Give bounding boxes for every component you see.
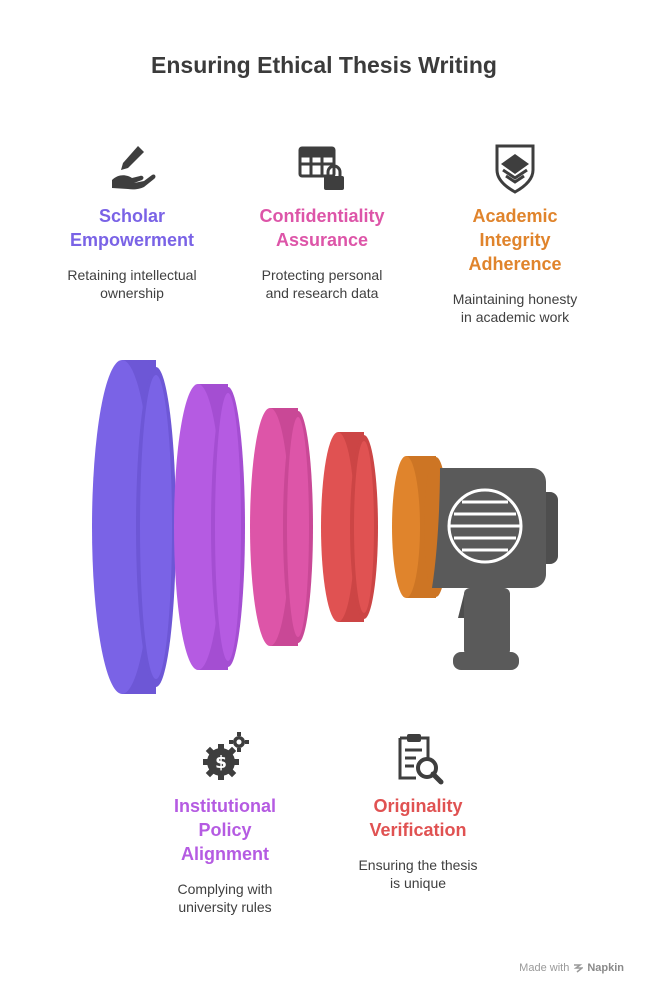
ring-confidentiality <box>250 408 313 646</box>
svg-text:$: $ <box>215 753 227 773</box>
item-academic-integrity-adherence: Academic Integrity Adherence Maintaining… <box>430 140 600 326</box>
shield-layers-icon <box>495 144 535 194</box>
item-confidentiality-assurance: Confidentiality Assurance Protecting per… <box>237 140 407 302</box>
item-scholar-empowerment: Scholar Empowerment Retaining intellectu… <box>47 140 217 302</box>
originality-description: Ensuring the thesis is unique <box>358 857 478 891</box>
confidentiality-description: Protecting personal and research data <box>261 267 383 301</box>
made-with-napkin: Made with Napkin <box>519 962 624 974</box>
scholar-description: Retaining intellectual ownership <box>67 267 197 301</box>
megaphone-body <box>432 468 558 670</box>
clipboard-search-icon <box>398 734 444 785</box>
footer-prefix: Made with <box>519 962 570 974</box>
policy-heading: Institutional Policy Alignment <box>174 796 276 864</box>
originality-heading: Originality Verification <box>369 796 467 840</box>
integrity-description: Maintaining honesty in academic work <box>452 291 578 325</box>
item-originality-verification: Originality Verification Ensuring the th… <box>333 730 503 892</box>
integrity-heading: Academic Integrity Adherence <box>468 206 562 274</box>
ring-originality <box>321 432 378 622</box>
footer-brand: Napkin <box>587 962 624 974</box>
megaphone-illustration <box>92 360 558 694</box>
napkin-logo-icon <box>574 964 584 973</box>
ring-scholar <box>92 360 176 694</box>
dollar-gears-icon: $ <box>203 732 249 780</box>
ring-integrity <box>392 456 448 598</box>
item-institutional-policy-alignment: $ Institutional Policy Alignment Complyi… <box>140 730 310 916</box>
policy-description: Complying with university rules <box>177 881 273 915</box>
ring-policy <box>174 384 245 670</box>
table-lock-icon <box>298 146 344 190</box>
confidentiality-heading: Confidentiality Assurance <box>259 206 385 250</box>
scholar-heading: Scholar Empowerment <box>69 206 195 250</box>
hand-pen-icon <box>112 146 156 190</box>
page-title: Ensuring Ethical Thesis Writing <box>151 52 497 78</box>
